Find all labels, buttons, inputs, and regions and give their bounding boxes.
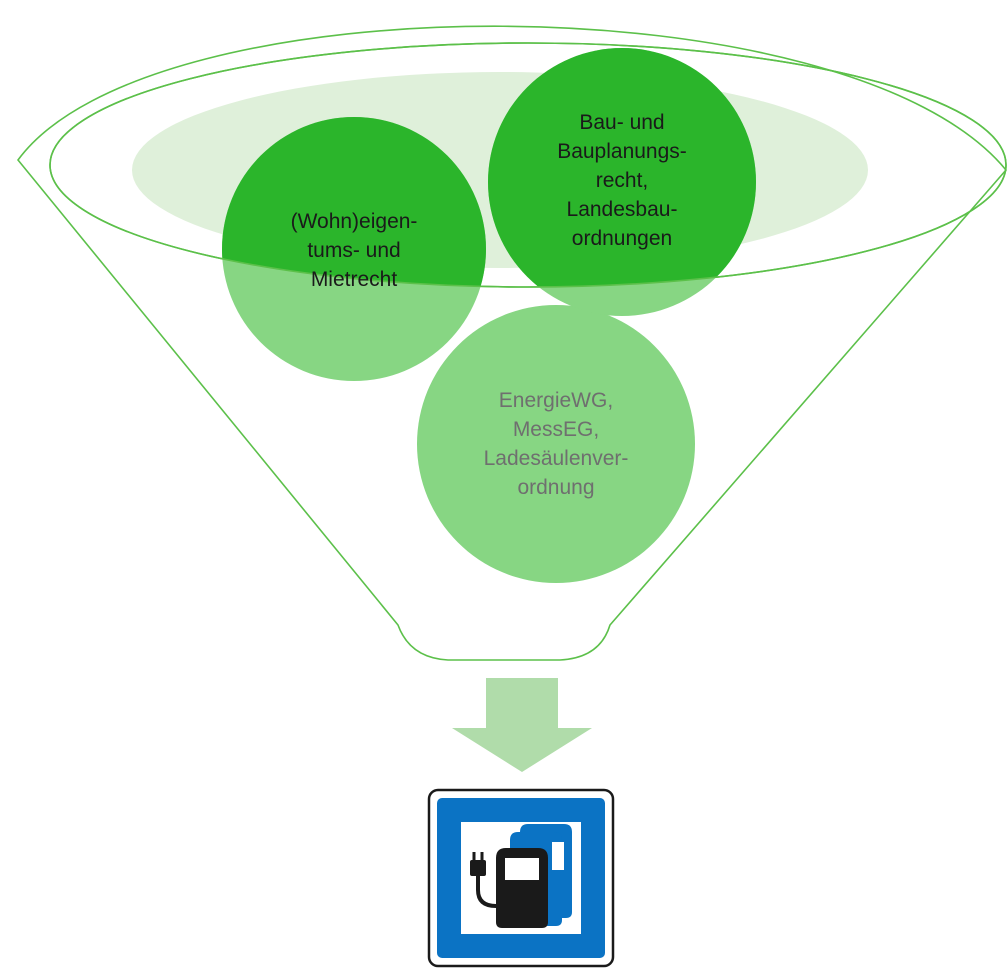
circle-label-line: Landesbau- — [566, 197, 678, 221]
circle-label-line: EnergieWG, — [498, 389, 614, 412]
circle-label-line: ordnung — [517, 476, 595, 499]
label-energierecht: EnergieWG, MessEG, Ladesäulenver-ordnung — [450, 380, 662, 508]
circle-label-line: Ladesäulenver- — [483, 447, 629, 470]
circle-wohneigentum-rim-part — [222, 117, 486, 287]
funnel-rim-ellipse-front — [49, 42, 1007, 288]
circle-energierecht — [417, 305, 695, 583]
circle-label-line: MessEG, — [512, 418, 600, 441]
circle-label-line: tums- und — [307, 238, 401, 262]
circle-label-line: (Wohn)eigen- — [290, 209, 418, 233]
ev-charging-station-sign-icon — [427, 788, 615, 968]
circle-baurecht-rim-part — [488, 48, 756, 287]
circle-label-line: Bauplanungs- — [557, 139, 687, 163]
circle-label-line: ordnungen — [571, 226, 673, 250]
circle-label-line: Mietrecht — [310, 267, 398, 291]
down-arrow-icon — [452, 678, 592, 772]
circle-label-line: Bau- und — [579, 110, 665, 134]
circle-label-line: recht, — [595, 168, 649, 192]
